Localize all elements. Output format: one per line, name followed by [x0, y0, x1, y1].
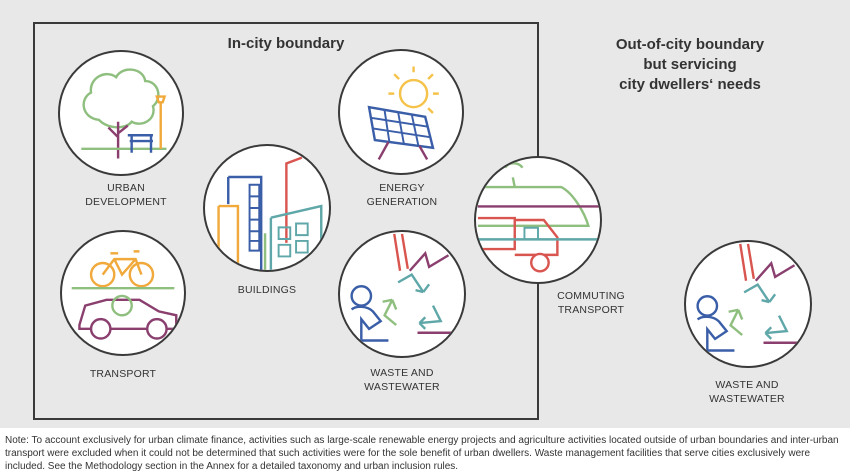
out-city-title-line3: city dwellers‘ needs [619, 76, 761, 93]
waste-out-of-city-label-line1: WASTE AND [715, 379, 779, 391]
buildings-label: BUILDINGS [187, 283, 347, 297]
waste-in-city-label-line1: WASTE AND [370, 367, 434, 379]
commuting-transport-circle [474, 156, 602, 284]
solar-panel-icon [367, 66, 439, 161]
energy-generation-label-line2: GENERATION [366, 196, 438, 208]
buildings-icon [217, 156, 323, 270]
waste-out-of-city-label-line2: WASTEWATER [709, 393, 785, 405]
transport-circle [60, 230, 186, 356]
transport-label: TRANSPORT [43, 367, 203, 381]
transport-label-line1: TRANSPORT [89, 368, 157, 380]
urban-development-label: URBAN DEVELOPMENT [46, 181, 206, 209]
recycling-icon [696, 243, 809, 352]
waste-out-of-city-label: WASTE AND WASTEWATER [667, 378, 827, 406]
train-truck-icon [477, 162, 600, 273]
commuting-transport-label: COMMUTING TRANSPORT [511, 289, 671, 317]
waste-in-city-label: WASTE AND WASTEWATER [322, 366, 482, 394]
footnote: Note: To account exclusively for urban c… [5, 435, 839, 472]
out-city-title-line2: but servicing [643, 56, 737, 73]
urban-development-label-line2: DEVELOPMENT [85, 196, 167, 208]
energy-generation-label: ENERGY GENERATION [322, 181, 482, 209]
buildings-circle [203, 144, 331, 272]
commuting-transport-label-line1: COMMUTING [557, 290, 625, 302]
recycling-icon [350, 233, 463, 342]
commuting-transport-label-line2: TRANSPORT [557, 304, 625, 316]
bicycle-car-icon [71, 250, 178, 340]
out-of-city-title: Out-of-city boundary but servicing city … [600, 35, 780, 95]
tree-icon [81, 68, 167, 159]
out-city-title-line1: Out-of-city boundary [615, 36, 765, 53]
in-city-title: In-city boundary [227, 35, 345, 52]
waste-in-city-label-line2: WASTEWATER [364, 381, 440, 393]
urban-development-label-line1: URBAN [107, 182, 145, 194]
waste-in-city-circle [338, 230, 466, 358]
urban-development-circle [58, 50, 184, 176]
energy-generation-label-line1: ENERGY [379, 182, 425, 194]
energy-generation-circle [338, 49, 464, 175]
waste-out-of-city-circle [684, 240, 812, 368]
buildings-label-line1: BUILDINGS [237, 284, 297, 296]
